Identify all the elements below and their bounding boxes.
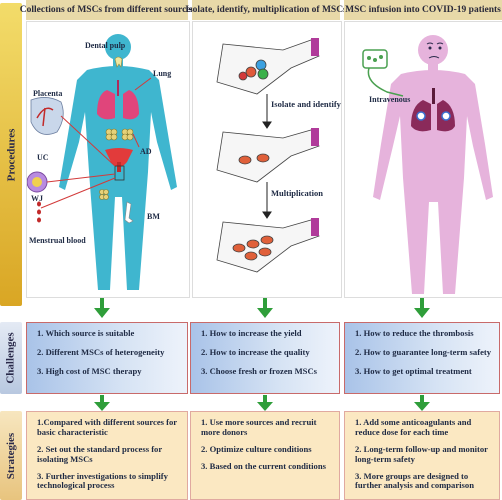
strategy-item: 2. Long-term follow-up and monitor long-…: [355, 443, 488, 464]
label-uc: UC: [37, 153, 49, 162]
uterus-icon: [105, 148, 133, 172]
challenges-box-isolate: 1. How to increase the yield 2. How to i…: [190, 322, 340, 394]
challenge-item: 2. Different MSCs of heterogeneity: [37, 346, 165, 357]
strategies-label: Strategies: [5, 432, 17, 479]
focus-box: [114, 165, 125, 181]
label-lung: Lung: [153, 69, 172, 78]
strategy-item: 2. Optimize culture conditions: [201, 443, 312, 454]
strategy-item: 2. Set out the standard process for isol…: [37, 443, 163, 464]
strategy-item: 3. More groups are designed to further a…: [355, 470, 474, 491]
bone-icon: [124, 201, 134, 224]
challenge-item: 3. High cost of MSC therapy: [37, 365, 142, 376]
challenge-item: 3. Choose fresh or frozen MSCs: [201, 365, 318, 376]
placenta-icon: [30, 97, 64, 135]
wj-icon: [26, 171, 48, 193]
label-wj: WJ: [31, 194, 43, 203]
challenge-item: 2. How to guarantee long-term safety: [355, 346, 492, 357]
lung-icon: [411, 88, 455, 132]
flask-illustration: [216, 38, 320, 273]
panel-isolate: Isolate and identify Multiplication: [192, 21, 342, 298]
header-collections-text: Collections of MSCs from different sourc…: [19, 5, 195, 15]
menstrual-blood-icon: [37, 201, 41, 223]
strategies-box-collections: 1.Compared with different sources for ba…: [26, 411, 188, 500]
label-isolate-identify: Isolate and identify: [271, 99, 341, 109]
label-placenta: Placenta: [33, 89, 63, 98]
panel-infusion: Intravenous: [344, 21, 502, 298]
label-menstrual-blood: Menstrual blood: [29, 236, 86, 245]
header-infusion: MSC infusion into COVID-19 patients: [344, 0, 502, 20]
procedures-label: Procedures: [5, 128, 17, 181]
label-intravenous: Intravenous: [369, 95, 411, 104]
strategies-box-infusion: 1. Add some anticoagulants and reduce do…: [344, 411, 500, 500]
label-dental-pulp: Dental pulp: [85, 41, 126, 50]
sidebar-procedures: Procedures: [0, 3, 22, 306]
arrows-to-challenges: [94, 298, 430, 318]
culture-flask-middle: [216, 128, 320, 183]
adipose-tissue-icon: [105, 128, 134, 141]
strategy-item: 1. Add some anticoagulants and reduce do…: [355, 417, 472, 437]
strategy-item: 3. Based on the current conditions: [201, 460, 326, 471]
process-arrows: [262, 94, 272, 219]
panel-collections: Dental pulp Lung Placenta UC AD WJ BM Me…: [26, 21, 190, 298]
culture-flask-top: [216, 38, 320, 95]
connector-lines: [40, 77, 152, 209]
challenge-item: 3. How to get optimal treatment: [355, 365, 472, 376]
header-isolate-text: Isolate, identify, multiplication of MSC…: [185, 5, 347, 15]
adipose-thigh-icon: [99, 189, 109, 200]
challenges-box-collections: 1. Which source is suitable 2. Different…: [26, 322, 188, 394]
body-illustration: [26, 34, 177, 290]
label-bm: BM: [147, 212, 160, 221]
iv-bag-icon: [362, 49, 404, 97]
header-isolate: Isolate, identify, multiplication of MSC…: [185, 0, 347, 20]
header-infusion-text: MSC infusion into COVID-19 patients: [345, 5, 501, 15]
pink-body-silhouette: [373, 35, 493, 294]
challenge-item: 1. Which source is suitable: [37, 328, 135, 338]
sidebar-strategies: Strategies: [0, 411, 22, 500]
strategy-item: 1.Compared with different sources for ba…: [37, 417, 177, 437]
label-multiplication: Multiplication: [271, 188, 323, 198]
strategy-item: 1. Use more sources and recruit more don…: [201, 417, 317, 437]
challenges-box-infusion: 1. How to reduce the thrombosis 2. How t…: [344, 322, 500, 394]
label-ad: AD: [140, 147, 152, 156]
header-collections: Collections of MSCs from different sourc…: [20, 0, 194, 20]
dental-pulp-icon: [114, 56, 123, 68]
culture-flask-bottom: [216, 218, 320, 273]
challenge-item: 2. How to increase the quality: [201, 346, 310, 357]
strategy-item: 3. Further investigations to simplify te…: [37, 470, 168, 491]
challenge-item: 1. How to reduce the thrombosis: [355, 328, 474, 338]
challenge-item: 1. How to increase the yield: [201, 328, 302, 338]
arrows-to-strategies: [94, 395, 430, 411]
challenges-label: Challenges: [5, 332, 17, 384]
patient-illustration: [362, 35, 493, 294]
lung-icon: [97, 80, 139, 120]
face-icon: [426, 42, 444, 59]
strategies-box-isolate: 1. Use more sources and recruit more don…: [190, 411, 340, 500]
sidebar-challenges: Challenges: [0, 322, 22, 394]
